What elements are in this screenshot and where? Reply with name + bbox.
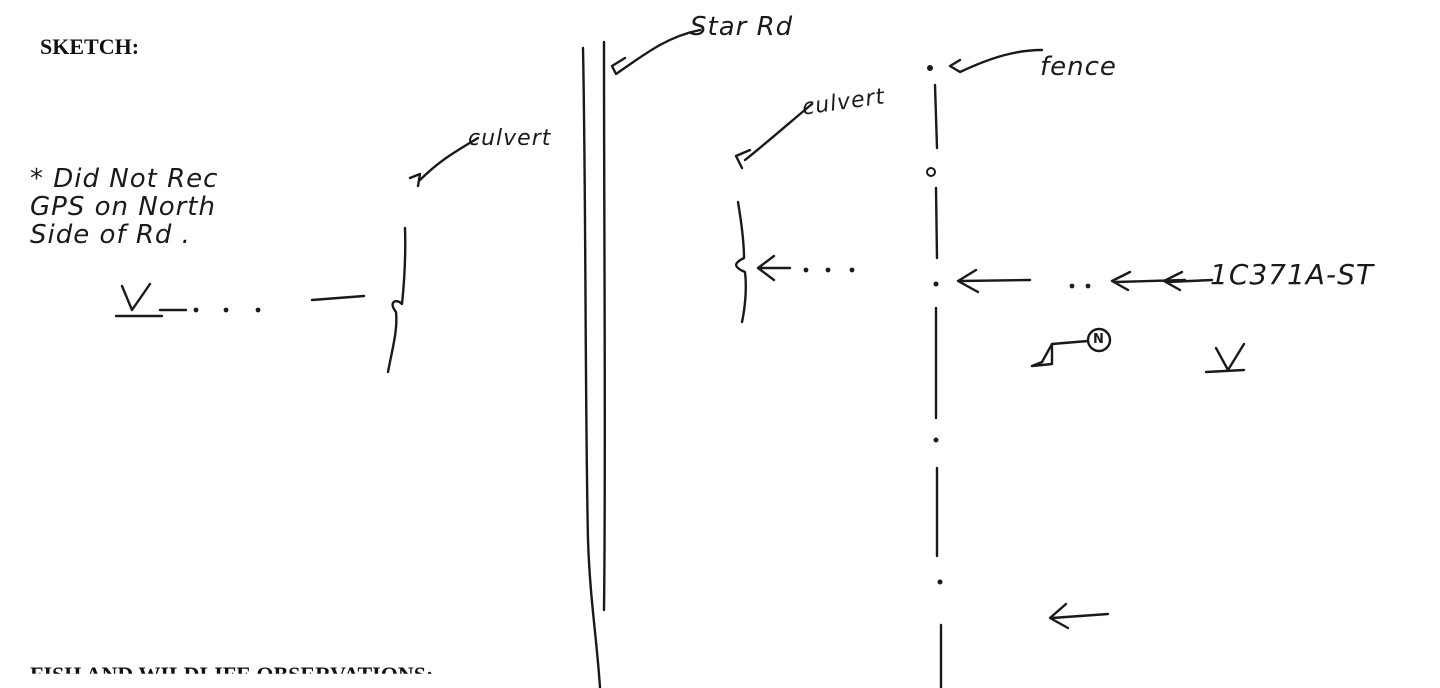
flow-arrow — [1048, 602, 1110, 630]
culvert-right-leader — [743, 102, 814, 162]
road-label: Star Rd — [690, 12, 794, 42]
fence-label-leader — [948, 48, 1044, 74]
flow-arrow — [1162, 270, 1214, 292]
fence-label: fence — [1040, 52, 1117, 82]
transect-marker-left — [114, 282, 164, 318]
gps-note-line: * Did Not Rec — [30, 164, 219, 194]
culvert-left-marker — [408, 172, 422, 188]
culvert-label-left: culvert — [468, 126, 552, 151]
check-mark — [1204, 342, 1246, 374]
road-edge-east — [602, 40, 607, 612]
flow-arrow — [756, 254, 792, 282]
road-label-leader — [610, 28, 702, 76]
gps-note-line: GPS on North — [30, 192, 216, 222]
flow-arrow — [1110, 270, 1187, 292]
next-section-heading: FISH AND WILDLIFE OBSERVATIONS: — [30, 662, 434, 687]
gps-note-line: Side of Rd . — [30, 220, 191, 250]
north-arrow-letter: N — [1093, 332, 1105, 347]
north-arrow-icon — [1030, 327, 1112, 368]
road-edge-west — [581, 46, 602, 688]
culvert-left-leader — [418, 136, 480, 182]
flow-arrow — [956, 268, 1032, 294]
culvert-left-bracket — [386, 226, 407, 374]
site-id-label: 1C371A-ST — [1210, 258, 1374, 291]
culvert-right-bracket — [735, 200, 747, 324]
sketch-heading: SKETCH: — [40, 34, 140, 59]
fence-line — [926, 65, 943, 688]
culvert-right-marker — [734, 148, 752, 170]
